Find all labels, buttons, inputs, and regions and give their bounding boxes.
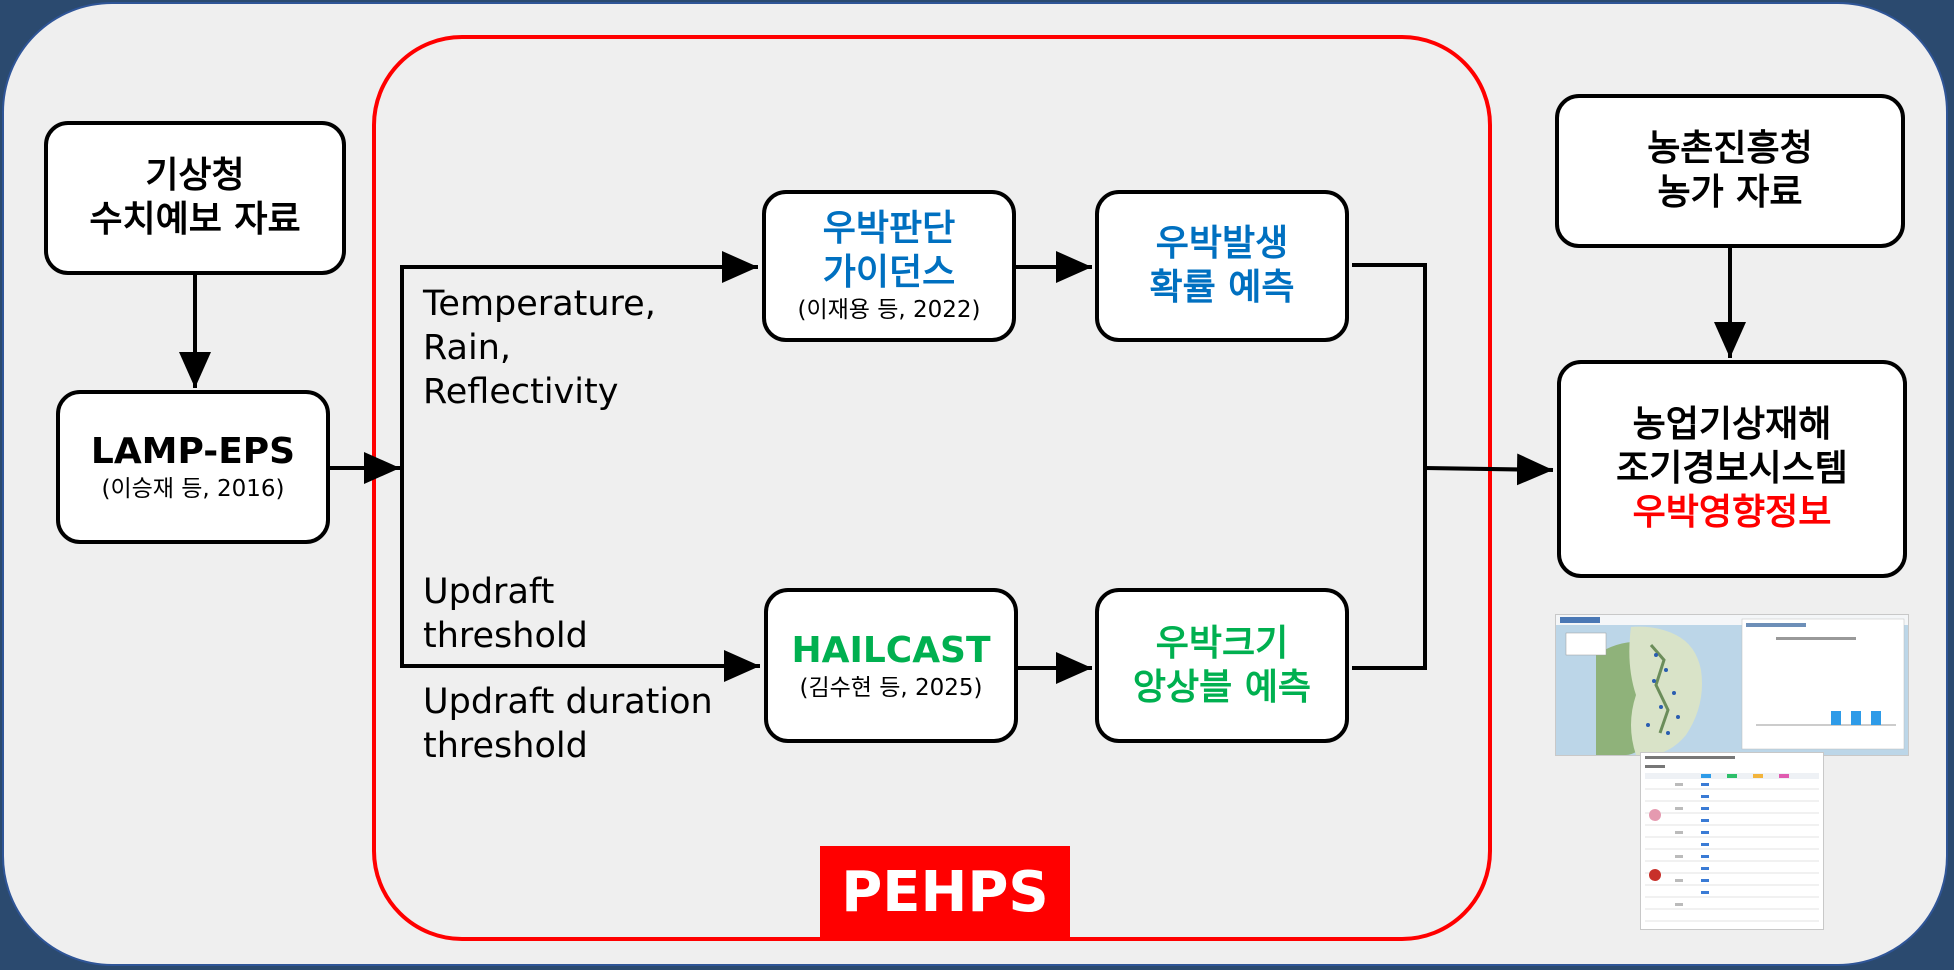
lamp-eps-title: LAMP-EPS (90, 431, 296, 472)
rda-line2: 농가 자료 (1657, 172, 1803, 213)
system-line3: 우박영향정보 (1632, 492, 1832, 533)
lamp-eps-ref: (이승재 등, 2016) (101, 476, 285, 502)
updraft-threshold-label: Updraft threshold (423, 570, 588, 658)
hail-size-box: 우박크기 앙상블 예측 (1095, 588, 1349, 743)
guidance-ref: (이재용 등, 2022) (797, 297, 981, 323)
kma-line2: 수치예보 자료 (89, 199, 301, 240)
size-line1: 우박크기 (1155, 622, 1289, 664)
label-updraft: Updraft (423, 572, 555, 612)
label-duration-threshold: threshold (423, 726, 588, 766)
hail-occurrence-box: 우박발생 확률 예측 (1095, 190, 1349, 342)
label-rain: Rain, (423, 328, 512, 368)
hailcast-box: HAILCAST (김수현 등, 2025) (764, 588, 1018, 743)
size-line2: 앙상블 예측 (1132, 666, 1312, 708)
label-updraft-duration: Updraft duration (423, 682, 713, 722)
occurrence-line1: 우박발생 (1155, 223, 1289, 264)
pehps-frame (372, 35, 1492, 941)
pehps-label: PEHPS (820, 846, 1070, 938)
kma-line1: 기상청 (145, 155, 245, 196)
guidance-line1: 우박판단 (822, 208, 956, 249)
guidance-line2: 가이던스 (822, 252, 956, 293)
label-temperature: Temperature, (423, 284, 656, 324)
updraft-duration-label: Updraft duration threshold (423, 680, 713, 768)
warning-system-box: 농업기상재해 조기경보시스템 우박영향정보 (1557, 360, 1907, 578)
merge-line (1352, 263, 1427, 670)
hailcast-title: HAILCAST (791, 629, 991, 671)
upper-variable-label: Temperature, Rain, Reflectivity (423, 282, 656, 414)
table-thumbnail (1640, 752, 1824, 930)
lamp-eps-box: LAMP-EPS (이승재 등, 2016) (56, 390, 330, 544)
hail-guidance-box: 우박판단 가이던스 (이재용 등, 2022) (762, 190, 1016, 342)
occurrence-line2: 확률 예측 (1149, 267, 1295, 308)
rda-data-box: 농촌진흥청 농가 자료 (1555, 94, 1905, 248)
map-thumbnail (1555, 614, 1909, 756)
label-reflectivity: Reflectivity (423, 372, 619, 412)
rda-line1: 농촌진흥청 (1647, 128, 1813, 169)
label-threshold: threshold (423, 616, 588, 656)
system-line1: 농업기상재해 (1632, 404, 1832, 445)
system-line2: 조기경보시스템 (1616, 448, 1848, 489)
kma-data-box: 기상청 수치예보 자료 (44, 121, 346, 275)
hailcast-ref: (김수현 등, 2025) (799, 674, 983, 701)
arrow-merge-to-system (1424, 453, 1554, 486)
